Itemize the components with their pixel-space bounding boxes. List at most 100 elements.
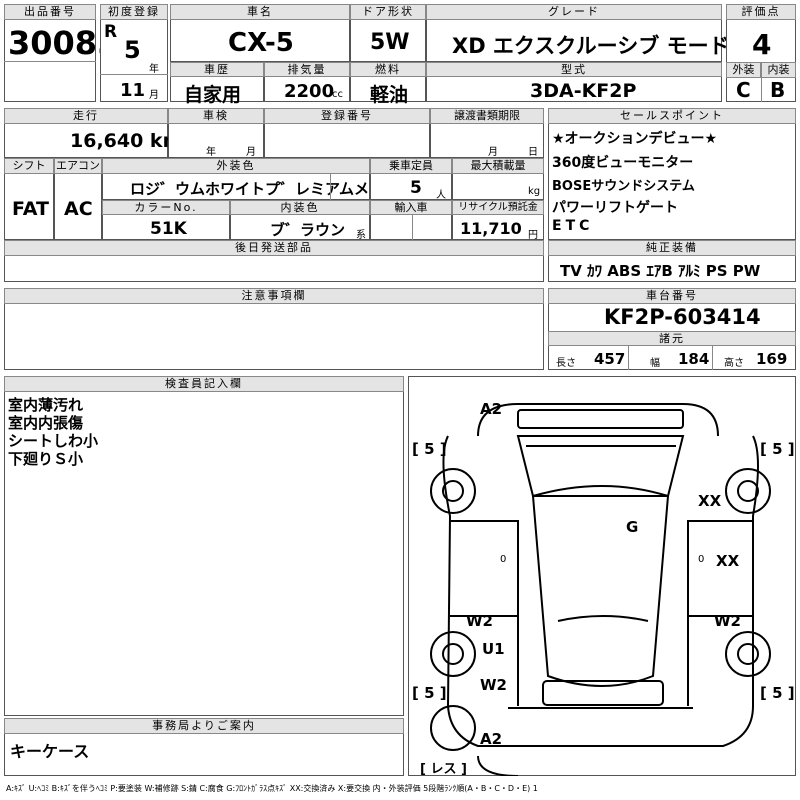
model-label: 型式 xyxy=(426,62,722,77)
office-label: 事務局よりご案内 xyxy=(4,718,404,734)
mark-glass: G xyxy=(626,518,639,536)
era: R xyxy=(104,22,118,42)
car-diagram: 0 0 xyxy=(430,403,771,776)
later-parts-label: 後日発送部品 xyxy=(4,240,544,256)
displacement-unit: cc xyxy=(332,89,343,100)
first-reg-box xyxy=(100,4,168,102)
length-value: 457 xyxy=(594,350,626,368)
fuel-label: 燃料 xyxy=(350,62,426,77)
equipment-label: 純正装備 xyxy=(548,240,796,256)
max-load-unit: kg xyxy=(528,186,541,197)
inspector-line-1: 室内薄汚れ xyxy=(8,396,84,414)
ext-grade: C xyxy=(736,78,751,102)
mark-lr-tire: [ 5 ] xyxy=(412,684,447,702)
shift-label: シフト xyxy=(4,158,54,174)
history-value: 自家用 xyxy=(184,84,242,106)
capacity-unit: 人 xyxy=(436,190,446,201)
transfer-label: 譲渡書類期限 xyxy=(430,108,544,124)
displacement-value: 2200 xyxy=(284,81,335,102)
lot-box xyxy=(4,4,96,102)
legend: A:ｷｽﾞ U:ﾍｺﾐ B:ｷｽﾞを伴うﾍｺﾐ P:要塗装 W:補修跡 S:錆 … xyxy=(6,784,538,793)
length-label: 長さ xyxy=(556,358,576,369)
mark-rf-tire: [ 5 ] xyxy=(760,440,795,458)
grade-label: グレード xyxy=(426,4,722,20)
reg-year: 5 xyxy=(124,36,141,64)
shift-value: FAT xyxy=(12,198,49,220)
recycle-unit: 円 xyxy=(528,230,538,241)
mark-lr-door: W2 xyxy=(466,612,493,630)
model-value: 3DA-KF2P xyxy=(530,80,637,102)
inspector-line-2: 室内内張傷 xyxy=(8,414,84,432)
dims-label: 諸元 xyxy=(548,331,796,346)
door-label: ドア形状 xyxy=(350,4,426,20)
mark-front: A2 xyxy=(480,400,503,418)
sales-points-box xyxy=(548,108,796,240)
max-load-label: 最大積載量 xyxy=(452,158,544,174)
svg-text:0: 0 xyxy=(500,554,506,565)
recycle-value: 11,710 xyxy=(460,219,522,238)
fuel-value: 軽油 xyxy=(370,84,409,106)
inspection-year-unit: 年 xyxy=(206,147,216,158)
int-color-label: 内装色 xyxy=(230,200,370,215)
mark-rear-tag: [ レス ] xyxy=(420,762,467,777)
color-no-value: 51K xyxy=(150,219,187,239)
mileage-value: 16,640 km xyxy=(70,130,183,152)
reg-month: 11 xyxy=(120,80,146,101)
mark-lr-quarter: W2 xyxy=(480,676,507,694)
reg-no-label: 登録番号 xyxy=(264,108,430,124)
ext-color-label: 外装色 xyxy=(102,158,370,174)
sales-point-4: パワーリフトゲート xyxy=(552,200,678,216)
mark-lf-tire: [ 5 ] xyxy=(412,440,447,458)
mark-rf-door: XX xyxy=(716,552,740,570)
ac-value: AC xyxy=(64,198,93,220)
mark-rear: A2 xyxy=(480,730,503,748)
height-value: 169 xyxy=(756,350,788,368)
svg-text:0: 0 xyxy=(698,554,704,565)
sales-point-1: ★オークションデビュー★ xyxy=(552,131,718,147)
mark-rr-tire: [ 5 ] xyxy=(760,684,795,702)
inspector-box xyxy=(4,376,404,716)
mark-l-sill: U1 xyxy=(482,640,505,658)
sales-point-3: BOSEサウンドシステム xyxy=(552,179,695,194)
first-reg-label: 初度登録 xyxy=(100,4,168,20)
lot-label: 出品番号 xyxy=(4,4,96,20)
mark-rr-door: W2 xyxy=(714,612,741,630)
ext-color-value: ロジ゛ウムホワイトプ゛レミアムメ xyxy=(130,180,369,198)
int-grade: B xyxy=(770,78,786,102)
score-value: 4 xyxy=(752,28,772,61)
mark-rf-fender: XX xyxy=(698,492,722,510)
grade-value: XD エクスクルーシブ モード xyxy=(452,34,730,58)
reg-month-unit: 月 xyxy=(149,90,159,101)
notes-label: 注意事項欄 xyxy=(4,288,544,304)
car-name-label: 車名 xyxy=(170,4,350,20)
capacity-value: 5 xyxy=(410,178,422,198)
chassis-number: KF2P-603414 xyxy=(604,305,761,329)
displacement-label: 排気量 xyxy=(264,62,350,77)
ext-grade-label: 外装 xyxy=(726,62,761,78)
height-label: 高さ xyxy=(724,358,744,369)
int-color-value: ブ゛ラウン xyxy=(270,221,346,239)
sales-point-5: ETC xyxy=(552,218,594,234)
door-value: 5W xyxy=(370,30,410,55)
inspector-line-4: 下廻りＳ小 xyxy=(8,450,84,468)
sales-point-2: 360度ビューモニター xyxy=(552,155,694,171)
history-label: 車歴 xyxy=(170,62,264,77)
ac-label: エアコン xyxy=(54,158,102,174)
import-label: 輸入車 xyxy=(370,200,452,215)
inspection-month-unit: 月 xyxy=(246,147,256,158)
color-no-label: カラーNo. xyxy=(102,200,230,215)
transfer-day-unit: 日 xyxy=(528,147,538,158)
recycle-label: リサイクル預託金 xyxy=(452,200,544,215)
mileage-label: 走行 xyxy=(4,108,168,124)
inspection-label: 車検 xyxy=(168,108,264,124)
capacity-label: 乗車定員 xyxy=(370,158,452,174)
equipment-items: TV ｶﾜ ABS ｴｱB ｱﾙﾐ PS PW xyxy=(560,262,761,280)
transfer-month-unit: 月 xyxy=(488,147,498,158)
car-name: CX-5 xyxy=(228,28,294,58)
inspector-label: 検査員記入欄 xyxy=(4,376,404,392)
width-value: 184 xyxy=(678,350,710,368)
width-label: 幅 xyxy=(650,358,660,369)
reg-year-unit: 年 xyxy=(149,64,159,75)
int-color-unit: 系 xyxy=(356,230,366,241)
office-text: キーケース xyxy=(10,742,90,761)
